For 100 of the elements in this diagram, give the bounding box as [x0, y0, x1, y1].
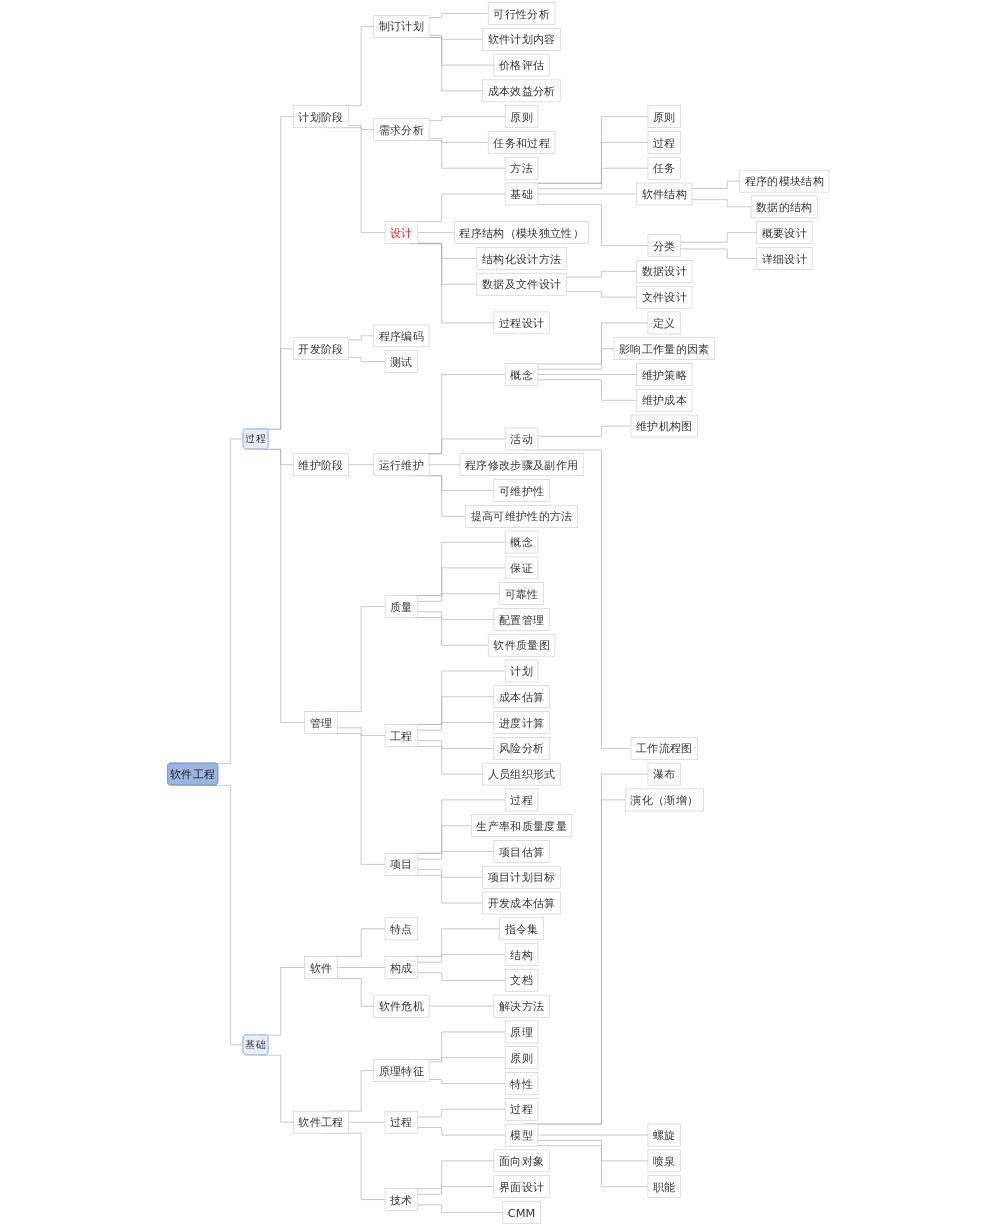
connector [537, 379, 637, 401]
node-box: 计划阶段 [292, 105, 349, 128]
node-box: 软件结构 [636, 182, 692, 206]
connector [565, 291, 637, 298]
node-box: 概念 [504, 530, 538, 554]
connector [348, 357, 386, 362]
node-box: 界面设计 [493, 1175, 550, 1198]
connector [428, 138, 489, 143]
node-box: 分类 [647, 234, 681, 257]
connector [537, 1145, 648, 1187]
node-box: 喷泉 [647, 1149, 681, 1173]
node-box: 成本效益分析 [481, 79, 561, 103]
node-box: 价格评估 [493, 53, 550, 77]
connector [691, 180, 740, 189]
connector [417, 972, 506, 981]
connector [537, 142, 648, 184]
node-box: 程序修改步骤及副作用 [459, 453, 584, 477]
node-box: 生产率和质量度量 [470, 814, 572, 837]
connector [417, 1109, 506, 1118]
node-box: 数据设计 [636, 260, 692, 283]
connector [417, 869, 483, 878]
node-box: 解决方法 [493, 994, 550, 1018]
node-box: 保证 [504, 556, 538, 580]
node-box: 任务和过程 [487, 131, 555, 154]
connector [537, 348, 615, 370]
node-box: 程序结构（模块独立性） [453, 221, 589, 244]
connector [537, 374, 637, 375]
node-box: 运行维护 [373, 453, 430, 477]
node-box: 提高可维护性的方法 [465, 504, 578, 528]
node-box: 可维护性 [493, 479, 550, 502]
node-box: 可行性分析 [487, 2, 555, 25]
node-box: 概念 [504, 363, 538, 386]
node-box: 原理特征 [373, 1059, 430, 1082]
node-box: 构成 [384, 956, 418, 979]
node-box: 过程 [384, 1110, 418, 1134]
node-box: 特点 [384, 917, 418, 941]
connector [417, 1186, 494, 1195]
connector [680, 248, 757, 259]
node-box: 可靠性 [498, 582, 544, 605]
connector [428, 464, 460, 466]
node-box: 演化（渐增） [624, 788, 704, 812]
connector [537, 425, 631, 437]
node-box: 活动 [504, 427, 538, 451]
node-box: 需求分析 [373, 118, 430, 141]
connector [428, 13, 489, 18]
connector [348, 125, 374, 130]
node-box: 程序编码 [373, 324, 430, 348]
node-box: 制订计划 [373, 15, 430, 38]
node-box: 开发成本估算 [481, 891, 561, 915]
node-box: 职能 [647, 1175, 681, 1198]
node-box: 文档 [504, 969, 538, 992]
connector [417, 1127, 506, 1136]
connector [348, 335, 374, 341]
node-box: 计划 [504, 659, 538, 683]
connector [336, 967, 386, 968]
node-box: 成本估算 [493, 685, 550, 709]
node-box: 瀑布 [647, 762, 681, 786]
node-box: 软件危机 [373, 994, 430, 1018]
node-box: 原则 [647, 105, 681, 128]
node-box: 软件质量图 [487, 633, 555, 657]
node-box: 基础 [504, 182, 538, 206]
connector [537, 167, 648, 190]
node-box: 原理 [504, 1020, 538, 1044]
node-box: 原则 [504, 1046, 538, 1070]
connector [417, 722, 494, 731]
connector [428, 34, 483, 40]
connector [417, 1204, 503, 1213]
node-box: 软件计划内容 [481, 28, 561, 51]
node-box: 原则 [504, 105, 538, 128]
connector [417, 954, 506, 963]
node-box: 人员组织形式 [481, 762, 561, 786]
node-box: 程序的模块结构 [739, 169, 830, 193]
node-box: 结构化设计方法 [476, 247, 567, 270]
connector [348, 1121, 386, 1123]
node-box: 任务 [647, 156, 681, 180]
node-box: 软件 [304, 956, 338, 979]
node-box: 结构 [504, 943, 538, 966]
connector [417, 611, 494, 620]
connector [417, 232, 455, 233]
node-box: 开发阶段 [292, 337, 349, 361]
connector [680, 232, 757, 243]
node-box: 风险分析 [493, 737, 550, 760]
node-box: 螺旋 [647, 1123, 681, 1147]
connector [348, 464, 374, 466]
node-box: 维护机构图 [630, 414, 698, 438]
node-box: 特性 [504, 1072, 538, 1095]
connector [428, 116, 506, 121]
node-box: 数据及文件设计 [476, 272, 567, 296]
node-box: 过程 [647, 131, 681, 154]
node-box: 管理 [304, 711, 338, 734]
connector [537, 322, 648, 365]
node-box: 定义 [647, 311, 681, 335]
connector [417, 851, 494, 860]
node-box: 指令集 [498, 917, 544, 941]
node-box: 工程 [384, 724, 418, 747]
connector [537, 1140, 648, 1162]
node-box: 数据的结构 [750, 195, 818, 219]
node-box: 方法 [504, 156, 538, 180]
node-box: 面向对象 [493, 1149, 550, 1173]
connector [428, 1005, 494, 1007]
